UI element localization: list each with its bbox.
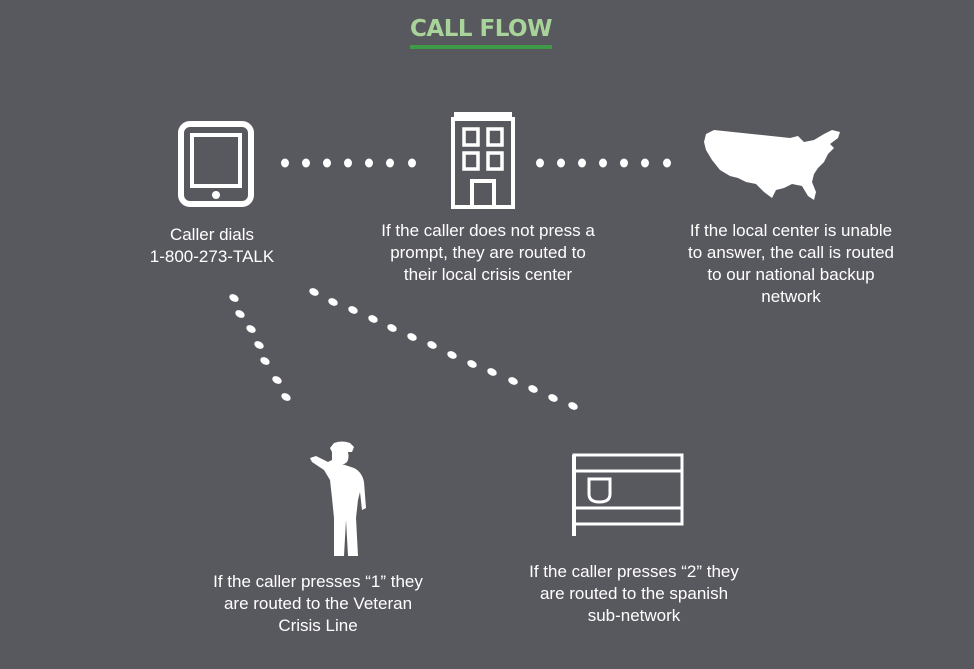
caller-label: Caller dials 1-800-273-TALK [149,225,275,266]
connector-caller-to-local-dot [281,158,289,168]
connector-caller-to-local-dot [408,158,416,168]
connector-caller-to-spanish-dot [487,368,497,376]
connector-caller-to-spanish-dot [309,288,319,296]
connector-caller-to-spanish-dot [548,394,558,402]
national-backup-label: If the local center is unable to answer,… [687,221,894,306]
connector-caller-to-veteran-dot [272,376,282,384]
connector-caller-to-veteran-dot [281,393,291,401]
connector-caller-to-spanish-dot [407,333,417,341]
page-title: CALL FLOW [0,16,962,49]
connector-caller-to-spanish-dot [368,315,378,323]
connector-caller-to-local-dot [344,158,352,168]
connector-caller-to-local-dot [302,158,310,168]
flag-icon [572,453,684,536]
connector-local-to-national-dot [599,158,607,168]
connector-local-to-national-dot [663,158,671,168]
local-center-label: If the caller does not press a prompt, t… [381,221,595,284]
connector-caller-to-spanish-dot [467,360,477,368]
connector-caller-to-local-dot [365,158,373,168]
connector-caller-to-veteran-dot [246,325,256,333]
usa-map-icon [704,130,840,200]
connector-local-to-national-dot [620,158,628,168]
connector-caller-to-local-dot [323,158,331,168]
connector-caller-to-veteran-dot [235,310,245,318]
dotted-connectors [229,158,671,410]
connector-caller-to-local-dot [386,158,394,168]
connector-caller-to-spanish-dot [528,385,538,393]
saluting-soldier-icon [310,441,366,556]
connector-caller-to-spanish-dot [387,324,397,332]
veteran-label: If the caller presses “1” they are route… [213,572,423,635]
connector-local-to-national-dot [578,158,586,168]
connector-local-to-national-dot [641,158,649,168]
connector-caller-to-veteran-dot [229,294,239,302]
connector-caller-to-spanish-dot [447,351,457,359]
tablet-icon [178,121,254,207]
connector-caller-to-spanish-dot [568,402,578,410]
connector-caller-to-spanish-dot [328,298,338,306]
spanish-label: If the caller presses “2” they are route… [529,562,739,625]
connector-local-to-national-dot [557,158,565,168]
connector-local-to-national-dot [536,158,544,168]
connector-caller-to-veteran-dot [260,357,270,365]
connector-caller-to-spanish-dot [508,377,518,385]
connector-caller-to-veteran-dot [254,341,264,349]
building-icon [451,112,515,209]
connector-caller-to-spanish-dot [348,306,358,314]
connector-caller-to-spanish-dot [427,341,437,349]
